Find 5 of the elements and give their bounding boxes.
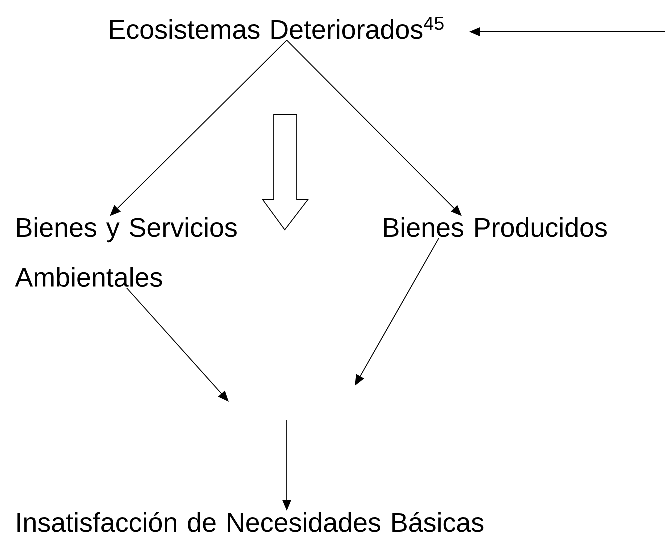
- arrow: [126, 288, 229, 402]
- node-label: Bienes y Servicios Ambientales: [15, 218, 237, 288]
- node-label: Bienes Producidos: [384, 218, 607, 238]
- node-label: Insatisfacción de Necesidades Básicas: [18, 512, 484, 532]
- node-label: Ecosistemas Deteriorados$^{45}$: [110, 17, 444, 40]
